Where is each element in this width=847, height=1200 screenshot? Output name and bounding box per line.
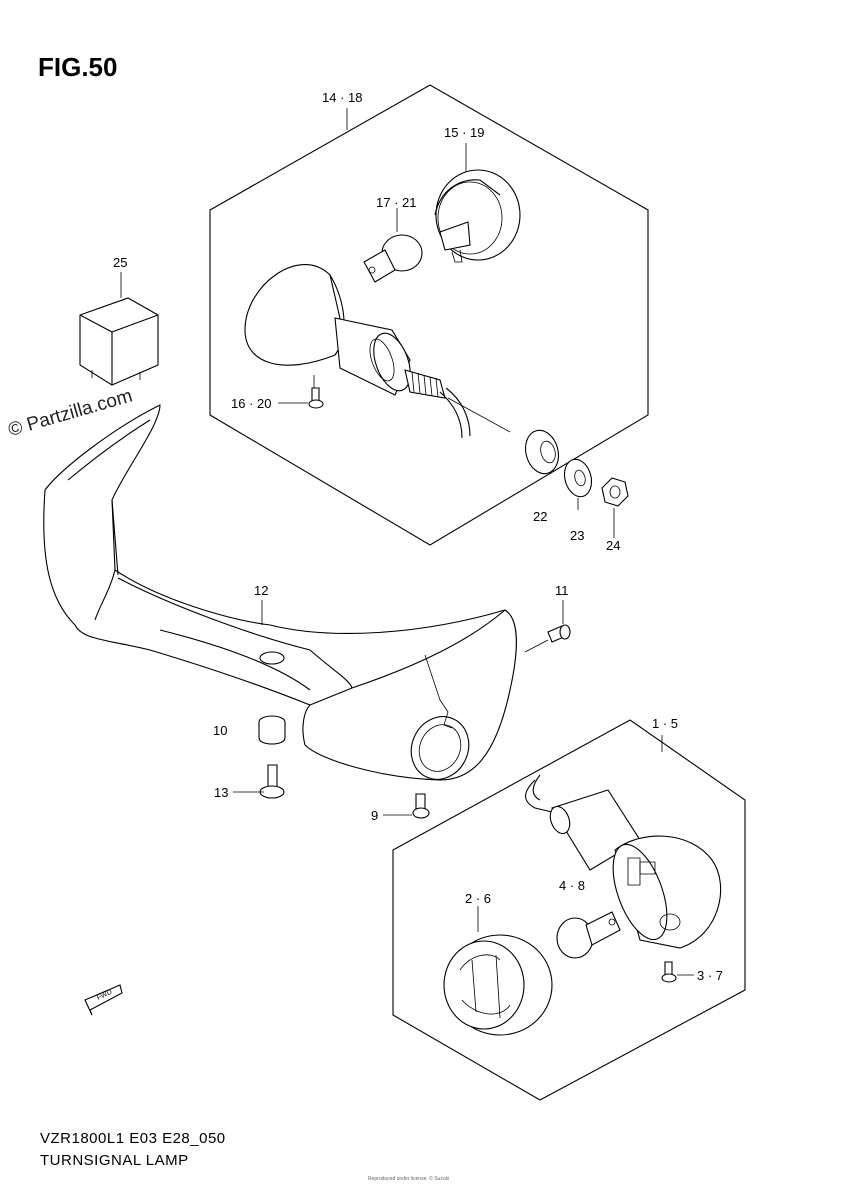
- bolt-13: [259, 764, 285, 799]
- lower-bulb: [556, 911, 621, 959]
- callout-12: 12: [254, 583, 268, 598]
- callout-16-20: 16 · 20: [231, 396, 271, 411]
- callout-9: 9: [371, 808, 378, 823]
- relay-25: [79, 297, 159, 386]
- callout-13: 13: [214, 785, 228, 800]
- callout-3-7: 3 · 7: [697, 968, 723, 983]
- upper-lamp-housing: [244, 264, 511, 439]
- callout-22: 22: [533, 509, 547, 524]
- callout-15-19: 15 · 19: [444, 125, 484, 140]
- rubber-10: [258, 715, 286, 745]
- callout-23: 23: [570, 528, 584, 543]
- callout-14-18: 14 · 18: [322, 90, 362, 105]
- upper-group-frame: [209, 84, 649, 546]
- figure-name: TURNSIGNAL LAMP: [40, 1152, 189, 1169]
- callout-24: 24: [606, 538, 620, 553]
- callout-11: 11: [555, 583, 569, 598]
- bracket-12: [43, 404, 517, 781]
- model-code: VZR1800L1 E03 E28_050: [40, 1130, 226, 1147]
- callout-1-5: 1 · 5: [652, 716, 678, 731]
- washer-23: [563, 458, 593, 498]
- lower-lamp-housing: [525, 774, 722, 949]
- callout-4-8: 4 · 8: [559, 878, 585, 893]
- callout-10: 10: [213, 723, 227, 738]
- screw-11: [524, 624, 571, 653]
- lower-lens: [443, 934, 553, 1036]
- callout-25: 25: [113, 255, 127, 270]
- nut-24: [601, 477, 629, 507]
- leader-lines: [120, 108, 694, 976]
- screw-16-20: [308, 387, 324, 409]
- callout-2-6: 2 · 6: [465, 891, 491, 906]
- figure-title: FIG.50: [38, 52, 118, 82]
- copyright-note: Reproduced under license. © Suzuki: [368, 1176, 450, 1182]
- grommet-22: [524, 429, 560, 475]
- lower-group-frame: [392, 719, 746, 1101]
- screw-9: [412, 793, 430, 819]
- callout-17-21: 17 · 21: [376, 195, 416, 210]
- upper-bulb: [363, 234, 423, 283]
- screw-3-7: [661, 961, 677, 983]
- fwd-arrow-icon: FWD: [84, 984, 123, 1016]
- upper-lens: [434, 169, 521, 263]
